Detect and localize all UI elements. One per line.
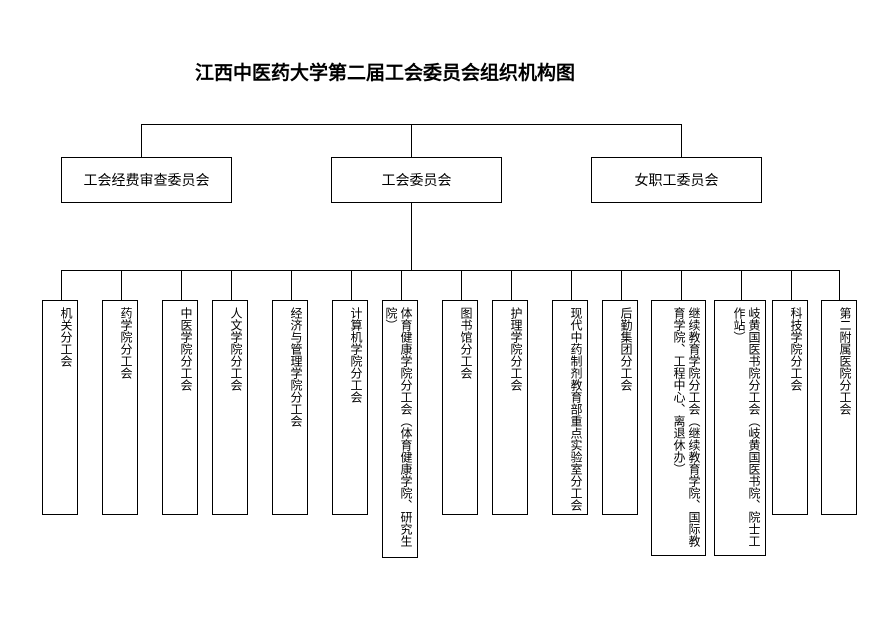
women-committee-label: 女职工委员会 [634, 173, 719, 189]
unit-drop [181, 270, 182, 300]
unit-drop [681, 270, 682, 300]
unit-drop [621, 270, 622, 300]
units-connector-horizontal [61, 270, 839, 271]
unit-box-second-hospital: 第二附属医院分工会 [821, 300, 857, 515]
women-committee-box: 女职工委员会 [591, 157, 762, 203]
unit-box-science-tech: 科技学院分工会 [772, 300, 808, 515]
unit-label: 经济与管理学院分工会 [289, 307, 303, 427]
connector-center-drop [411, 124, 412, 157]
unit-label: 中医学院分工会 [179, 307, 193, 391]
unit-box-library: 图书馆分工会 [442, 300, 478, 515]
unit-drop [401, 270, 402, 300]
unit-box-tcm: 中医学院分工会 [162, 300, 198, 515]
unit-drop [741, 270, 742, 300]
unit-label: 第二附属医院分工会 [838, 307, 852, 415]
unit-label: 护理学院分工会 [509, 307, 523, 391]
unit-box-computer: 计算机学院分工会 [332, 300, 368, 515]
unit-drop [61, 270, 62, 300]
unit-label: 机关分工会 [59, 307, 73, 367]
unit-label: 计算机学院分工会 [349, 307, 363, 403]
unit-label: 体育健康学院分工会（体育健康学院、研究生院） [384, 307, 413, 547]
unit-box-logistics: 后勤集团分工会 [602, 300, 638, 515]
unit-drop [511, 270, 512, 300]
unit-box-sports: 体育健康学院分工会（体育健康学院、研究生院） [382, 300, 418, 558]
chart-title: 江西中医药大学第二届工会委员会组织机构图 [195, 62, 576, 84]
unit-box-qihuang: 岐黄国医书院分工会（岐黄国医书院、院士工作站） [714, 300, 766, 556]
unit-box-lab: 现代中药制剂教育部重点实验室分工会 [552, 300, 588, 515]
unit-box-pharmacy: 药学院分工会 [102, 300, 138, 515]
unit-label: 药学院分工会 [119, 307, 133, 379]
unit-label: 现代中药制剂教育部重点实验室分工会 [569, 307, 583, 511]
unit-drop [791, 270, 792, 300]
unit-label: 岐黄国医书院分工会（岐黄国医书院、院士工作站） [732, 307, 761, 547]
unit-drop [231, 270, 232, 300]
audit-committee-box: 工会经费审查委员会 [61, 157, 232, 203]
connector-committee-down [411, 203, 412, 270]
unit-drop [121, 270, 122, 300]
unit-box-humanities: 人文学院分工会 [212, 300, 248, 515]
unit-box-continuing-edu: 继续教育学院分工会（继续教育学院、国际教育学院、工程中心、离退休办） [651, 300, 706, 556]
unit-drop [571, 270, 572, 300]
connector-left-drop [141, 124, 142, 157]
union-committee-box: 工会委员会 [331, 157, 502, 203]
unit-drop [839, 270, 840, 300]
unit-label: 人文学院分工会 [229, 307, 243, 391]
unit-box-economics: 经济与管理学院分工会 [272, 300, 308, 515]
unit-box-nursing: 护理学院分工会 [492, 300, 528, 515]
unit-label: 继续教育学院分工会（继续教育学院、国际教育学院、工程中心、离退休办） [672, 307, 701, 547]
connector-right-drop [681, 124, 682, 157]
union-committee-label: 工会委员会 [381, 173, 452, 189]
unit-label: 后勤集团分工会 [619, 307, 633, 391]
unit-drop [291, 270, 292, 300]
unit-label: 图书馆分工会 [459, 307, 473, 379]
unit-drop [461, 270, 462, 300]
audit-committee-label: 工会经费审查委员会 [83, 173, 210, 189]
unit-label: 科技学院分工会 [789, 307, 803, 391]
unit-box-jiguan: 机关分工会 [42, 300, 78, 515]
unit-drop [351, 270, 352, 300]
